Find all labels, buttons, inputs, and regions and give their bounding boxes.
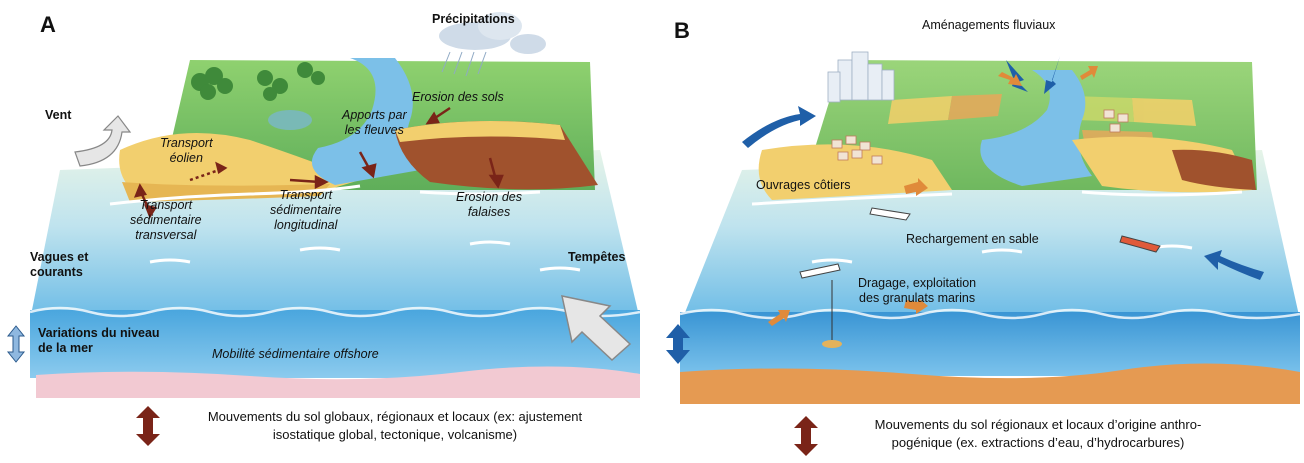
label-rechargement: Rechargement en sable [906,232,1039,246]
label-apports-line1: Apports par [342,108,407,122]
label-transport-longitudinal-line1: Transport [279,188,333,202]
label-transport-transversal: Transport sédimentaire transversal [130,198,202,243]
sea-level-arrow-icon [666,324,690,364]
panel-b-letter: B [674,18,690,43]
wetland [268,110,312,130]
label-niveau-line1: Variations du niveau [38,326,160,340]
seabed [680,363,1300,404]
label-apports: Apports par les fleuves [342,108,407,138]
label-transport-longitudinal-line3: longitudinal [274,218,338,232]
panel-a-caption: Mouvements du sol globaux, régionaux et … [170,408,620,444]
panel-a-letter: A [40,12,56,37]
label-transport-eolien: Transport éolien [160,136,213,166]
panel-b: B Aménagements fluviaux Ouvrages côtiers… [652,0,1304,463]
label-amenagements: Aménagements fluviaux [922,18,1056,32]
label-transport-transversal-line2: sédimentaire [130,213,202,227]
label-apports-line2: les fleuves [344,123,404,137]
panel-b-caption: Mouvements du sol régionaux et locaux d’… [828,416,1248,452]
label-transport-transversal-line3: transversal [135,228,197,242]
label-vagues-line1: Vagues et [30,250,89,264]
panel-b-caption-line2: pogénique (ex. extractions d’eau, d’hydr… [891,435,1185,450]
label-dragage: Dragage, exploitation des granulats mari… [858,276,976,306]
label-vent: Vent [45,108,72,122]
label-erosion-falaises: Erosion des falaises [456,190,522,220]
label-erosion-sols: Erosion des sols [412,90,504,104]
cloud-icon [439,12,546,77]
panel-a-caption-line2: isostatique global, tectonique, volcanis… [272,427,518,442]
town [831,109,1129,165]
orange-arrows [768,66,1098,326]
panel-a: A Précipitations Vent Erosion des sols A… [0,0,650,463]
river [311,58,420,185]
trees [191,62,325,101]
ground-movement-arrow-icon [136,406,160,446]
label-transport-eolien-line1: Transport [160,136,213,150]
label-transport-eolien-line2: éolien [169,151,203,165]
label-transport-longitudinal-line2: sédimentaire [270,203,342,217]
river [980,70,1092,186]
label-niveau-line2: de la mer [38,341,93,355]
label-dragage-line1: Dragage, exploitation [858,276,977,290]
label-vagues: Vagues et courants [30,250,88,280]
seabed [36,366,640,398]
panel-b-caption-line1: Mouvements du sol régionaux et locaux d’… [874,417,1202,432]
sea-level-arrow-icon [6,325,26,363]
wind-arrow [74,115,132,167]
panel-b-diagram [666,51,1301,456]
label-transport-transversal-line1: Transport [139,198,193,212]
label-niveau-mer: Variations du niveau de la mer [38,326,160,356]
label-mobilite-offshore: Mobilité sédimentaire offshore [212,347,379,361]
label-erosion-falaises-line2: falaises [467,205,511,219]
ground-movement-arrow-icon [794,416,818,456]
storm-arrow [561,295,632,362]
beach-left [758,144,952,200]
panel-a-diagram [6,12,641,446]
label-dragage-line2: des granulats marins [859,291,976,305]
label-ouvrages: Ouvrages côtiers [756,178,851,192]
city [827,51,895,103]
panel-a-caption-line1: Mouvements du sol globaux, régionaux et … [207,409,583,424]
label-erosion-falaises-line1: Erosion des [456,190,523,204]
label-tempetes: Tempêtes [568,250,626,264]
process-arrows [133,106,504,219]
cliff-right [1172,149,1256,190]
label-transport-longitudinal: Transport sédimentaire longitudinal [270,188,342,233]
label-precipitations: Précipitations [432,12,515,26]
ship-icon [799,207,1161,279]
label-vagues-line2: courants [30,265,83,279]
